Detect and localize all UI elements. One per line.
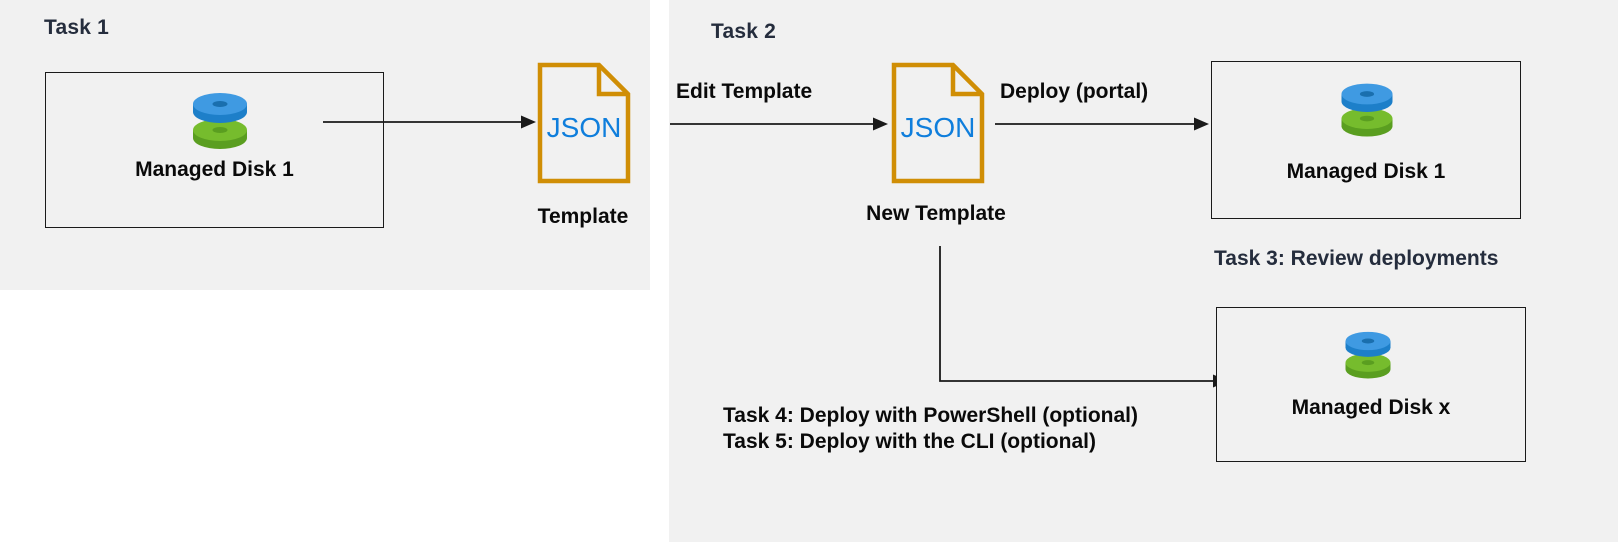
task4-label: Task 4: Deploy with PowerShell (optional… [723,404,1138,427]
arrow-edit-template [670,112,890,141]
task5-label: Task 5: Deploy with the CLI (optional) [723,430,1096,453]
task3-label: Task 3: Review deployments [1214,247,1499,270]
svg-text:JSON: JSON [901,112,976,143]
managed-disk-icon [1338,328,1398,389]
template-caption: Template [537,205,629,228]
managed-disk-x-caption: Managed Disk x [1291,396,1451,419]
json-document-icon-new-template: JSON [891,62,985,189]
managed-disk-icon [1333,80,1401,147]
arrow-disk-to-template [323,110,538,139]
task2-heading: Task 2 [711,20,777,43]
svg-text:JSON: JSON [547,112,622,143]
deploy-portal-label: Deploy (portal) [1000,80,1149,103]
arrow-deploy-portal [995,112,1211,141]
json-document-icon-template: JSON [537,62,631,189]
task1-heading: Task 1 [44,16,110,39]
optional-tasks-note: Task 4: Deploy with PowerShell (optional… [723,403,1138,455]
elbow-arrow-to-managed-disk-x [930,240,1230,400]
edit-template-label: Edit Template [676,80,813,103]
managed-disk-icon [184,90,256,159]
managed-disk-1-caption-task2: Managed Disk 1 [1286,160,1446,183]
new-template-caption: New Template [866,202,1006,225]
managed-disk-1-caption-task1: Managed Disk 1 [135,158,294,181]
